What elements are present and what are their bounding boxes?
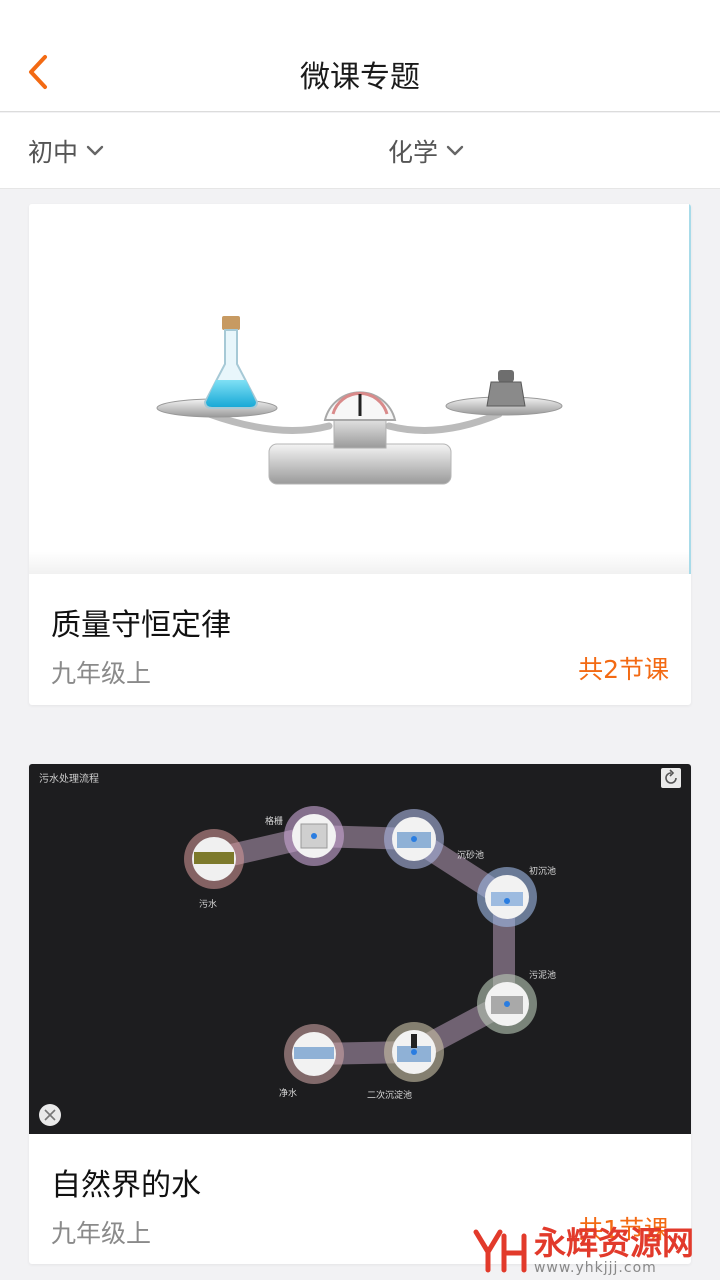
course-card[interactable]: 污水处理流程 xyxy=(29,764,691,1264)
diagram-title: 污水处理流程 xyxy=(39,774,99,785)
watermark-brand: 永辉资源网 xyxy=(533,1224,694,1262)
node-label: 污泥池 xyxy=(529,971,557,981)
lesson-count: 共1节课 xyxy=(578,1215,669,1244)
course-grade: 九年级上 xyxy=(51,659,152,688)
close-icon xyxy=(39,1104,61,1126)
course-title: 自然界的水 xyxy=(51,1168,201,1203)
filter-grade-label: 初中 xyxy=(28,138,79,167)
course-thumbnail: 污水处理流程 xyxy=(29,764,691,1134)
course-title: 质量守恒定律 xyxy=(51,608,231,643)
node-label: 初沉池 xyxy=(529,867,557,877)
node-label: 格栅 xyxy=(265,817,284,827)
node-label: 污水 xyxy=(199,900,218,910)
node-label: 净水 xyxy=(279,1089,298,1099)
chevron-left-icon xyxy=(29,55,47,89)
course-card[interactable]: 质量守恒定律 九年级上 共2节课 xyxy=(29,204,691,705)
watermark-url: www.yhkjjj.com xyxy=(533,1260,657,1276)
filter-bar: 初中 化学 xyxy=(0,113,720,189)
node-label: 二次沉淀池 xyxy=(367,1091,413,1101)
refresh-icon xyxy=(661,768,681,788)
yh-logo-icon xyxy=(473,1229,527,1273)
top-bar: 微课专题 xyxy=(0,0,720,112)
page-title: 微课专题 xyxy=(300,60,420,95)
course-grade: 九年级上 xyxy=(51,1219,152,1248)
filter-grade-dropdown[interactable]: 初中 xyxy=(28,133,104,169)
balance-scale-image xyxy=(156,316,563,485)
filter-subject-dropdown[interactable]: 化学 xyxy=(388,133,464,169)
watermark: 永辉资源网 www.yhkjjj.com xyxy=(472,1226,694,1276)
chevron-down-icon xyxy=(446,145,464,156)
back-button[interactable] xyxy=(18,50,58,94)
node-label: 沉砂池 xyxy=(457,851,485,861)
water-treatment-diagram xyxy=(39,768,681,1126)
lesson-count: 共2节课 xyxy=(578,655,669,684)
chevron-down-icon xyxy=(86,145,104,156)
course-thumbnail xyxy=(29,204,691,574)
filter-subject-label: 化学 xyxy=(388,138,439,167)
